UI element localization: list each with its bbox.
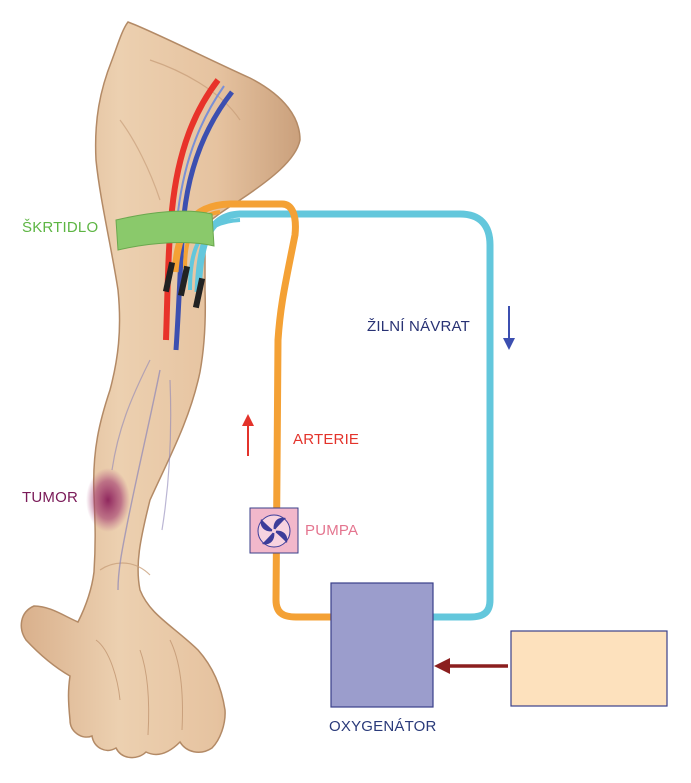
tourniquet-band — [115, 210, 215, 251]
supply-box — [510, 630, 668, 707]
pump — [249, 507, 299, 554]
oxygenator-label: OXYGENÁTOR — [329, 718, 437, 735]
arrow-up-icon — [242, 414, 254, 456]
arm-illustration — [20, 21, 301, 759]
artery-vessel — [163, 78, 221, 341]
arrow-left-icon — [434, 658, 508, 674]
arm-skin — [20, 21, 301, 759]
perfusion-circuit — [162, 200, 494, 621]
pump-rotor-icon — [257, 514, 291, 548]
cannulas — [162, 261, 206, 309]
tourniquet-label: ŠKRTIDLO — [22, 219, 99, 236]
artery-label: ARTERIE — [293, 431, 360, 448]
venous-return-label: ŽILNÍ NÁVRAT — [367, 318, 470, 335]
tumor-label: TUMOR — [22, 489, 78, 506]
arrow-down-icon — [503, 306, 515, 350]
venous-return-tube — [194, 210, 494, 621]
oxygenator-box — [330, 582, 434, 708]
tumor — [86, 468, 130, 532]
pump-label: PUMPA — [305, 522, 359, 539]
